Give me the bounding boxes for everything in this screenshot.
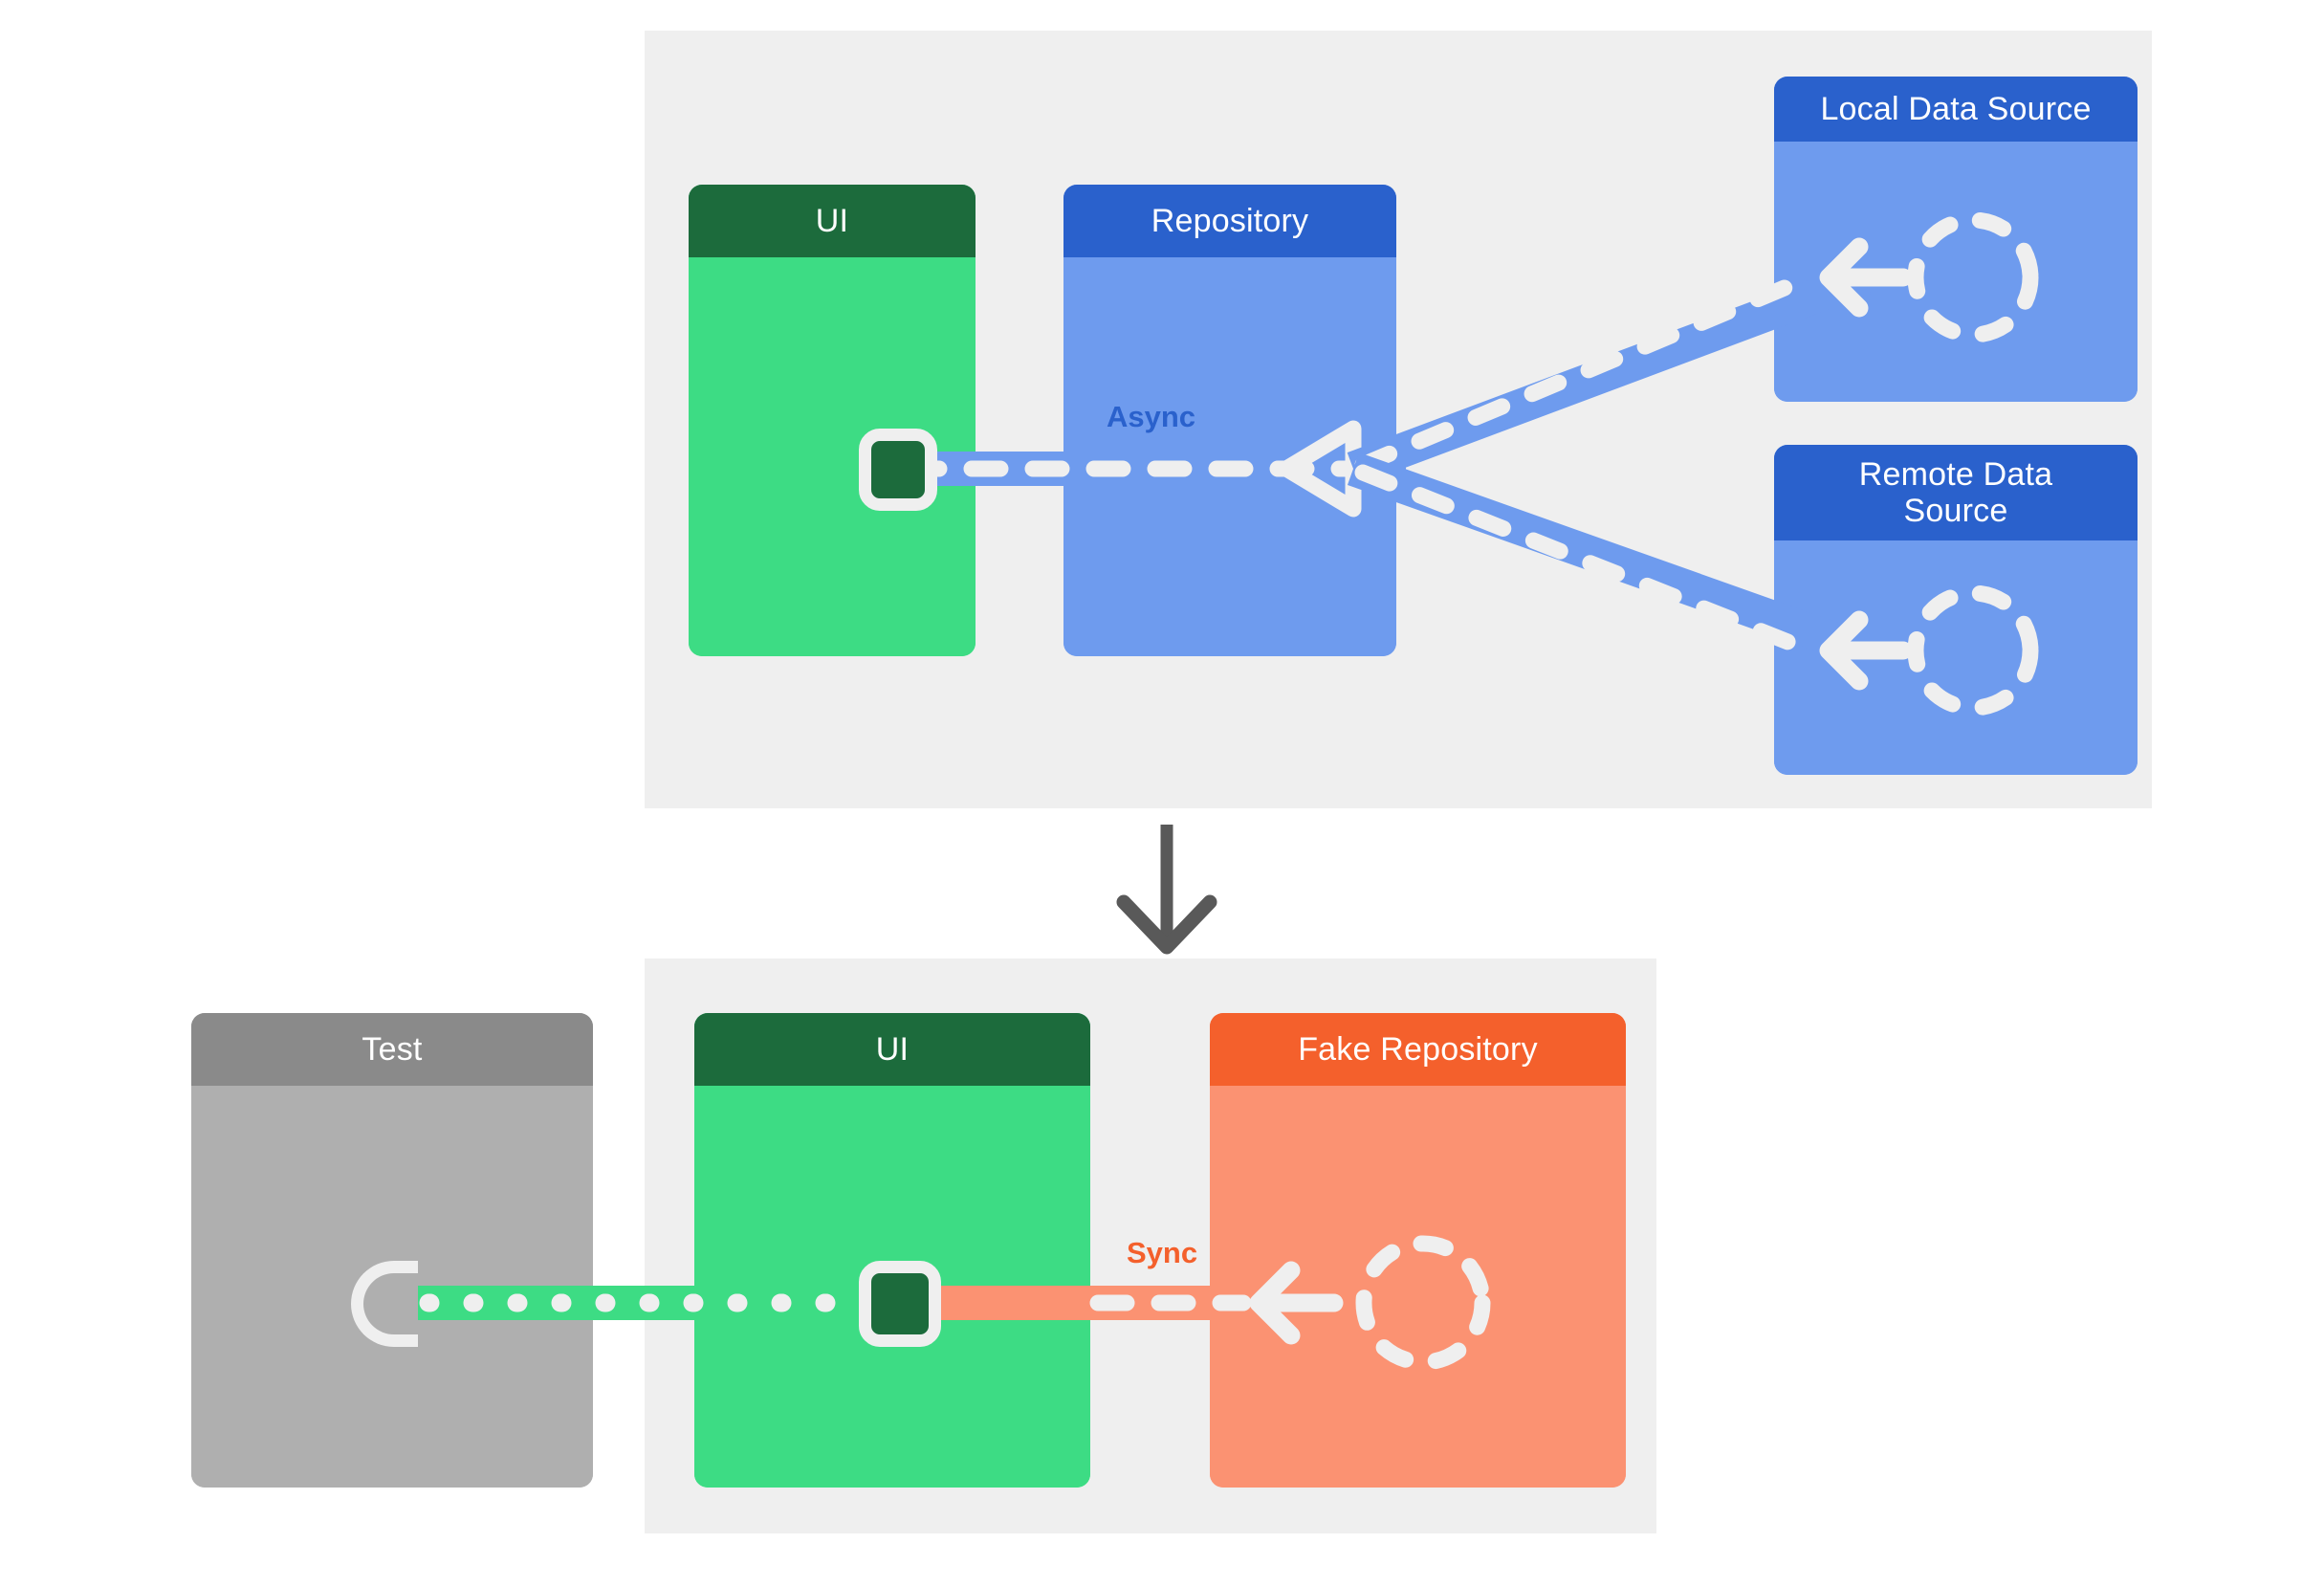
socket-icon-test	[351, 1261, 418, 1347]
node-ui[interactable]: UI	[689, 185, 976, 656]
node-ui-test-label: UI	[875, 1030, 910, 1068]
node-local-data-source-body	[1774, 142, 2138, 402]
node-test-header: Test	[191, 1013, 593, 1086]
node-remote-data-source[interactable]: Remote Data Source	[1774, 445, 2138, 775]
node-remote-data-source-body	[1774, 540, 2138, 775]
plug-icon-ui-test	[859, 1261, 941, 1347]
node-test-label: Test	[362, 1030, 423, 1068]
node-fake-repository-header: Fake Repository	[1210, 1013, 1626, 1086]
node-fake-repository-body	[1210, 1086, 1626, 1488]
node-local-data-source-label: Local Data Source	[1820, 90, 2092, 127]
node-fake-repository-label: Fake Repository	[1298, 1030, 1538, 1068]
node-repository-body	[1063, 257, 1396, 656]
node-ui-test[interactable]: UI	[694, 1013, 1090, 1488]
node-local-data-source[interactable]: Local Data Source	[1774, 77, 2138, 402]
node-ui-label: UI	[815, 202, 849, 239]
node-local-data-source-header: Local Data Source	[1774, 77, 2138, 142]
plug-icon-ui	[859, 429, 937, 511]
node-remote-data-source-header: Remote Data Source	[1774, 445, 2138, 540]
arrow-down-icon	[1116, 825, 1217, 955]
node-repository-header: Repository	[1063, 185, 1396, 257]
edge-label-async: Async	[1107, 400, 1196, 433]
node-remote-data-source-label: Remote Data Source	[1858, 455, 2053, 529]
node-test[interactable]: Test	[191, 1013, 593, 1488]
edge-label-sync: Sync	[1127, 1236, 1198, 1269]
node-ui-test-header: UI	[694, 1013, 1090, 1086]
node-repository-label: Repository	[1151, 202, 1309, 239]
node-ui-header: UI	[689, 185, 976, 257]
node-fake-repository[interactable]: Fake Repository	[1210, 1013, 1626, 1488]
